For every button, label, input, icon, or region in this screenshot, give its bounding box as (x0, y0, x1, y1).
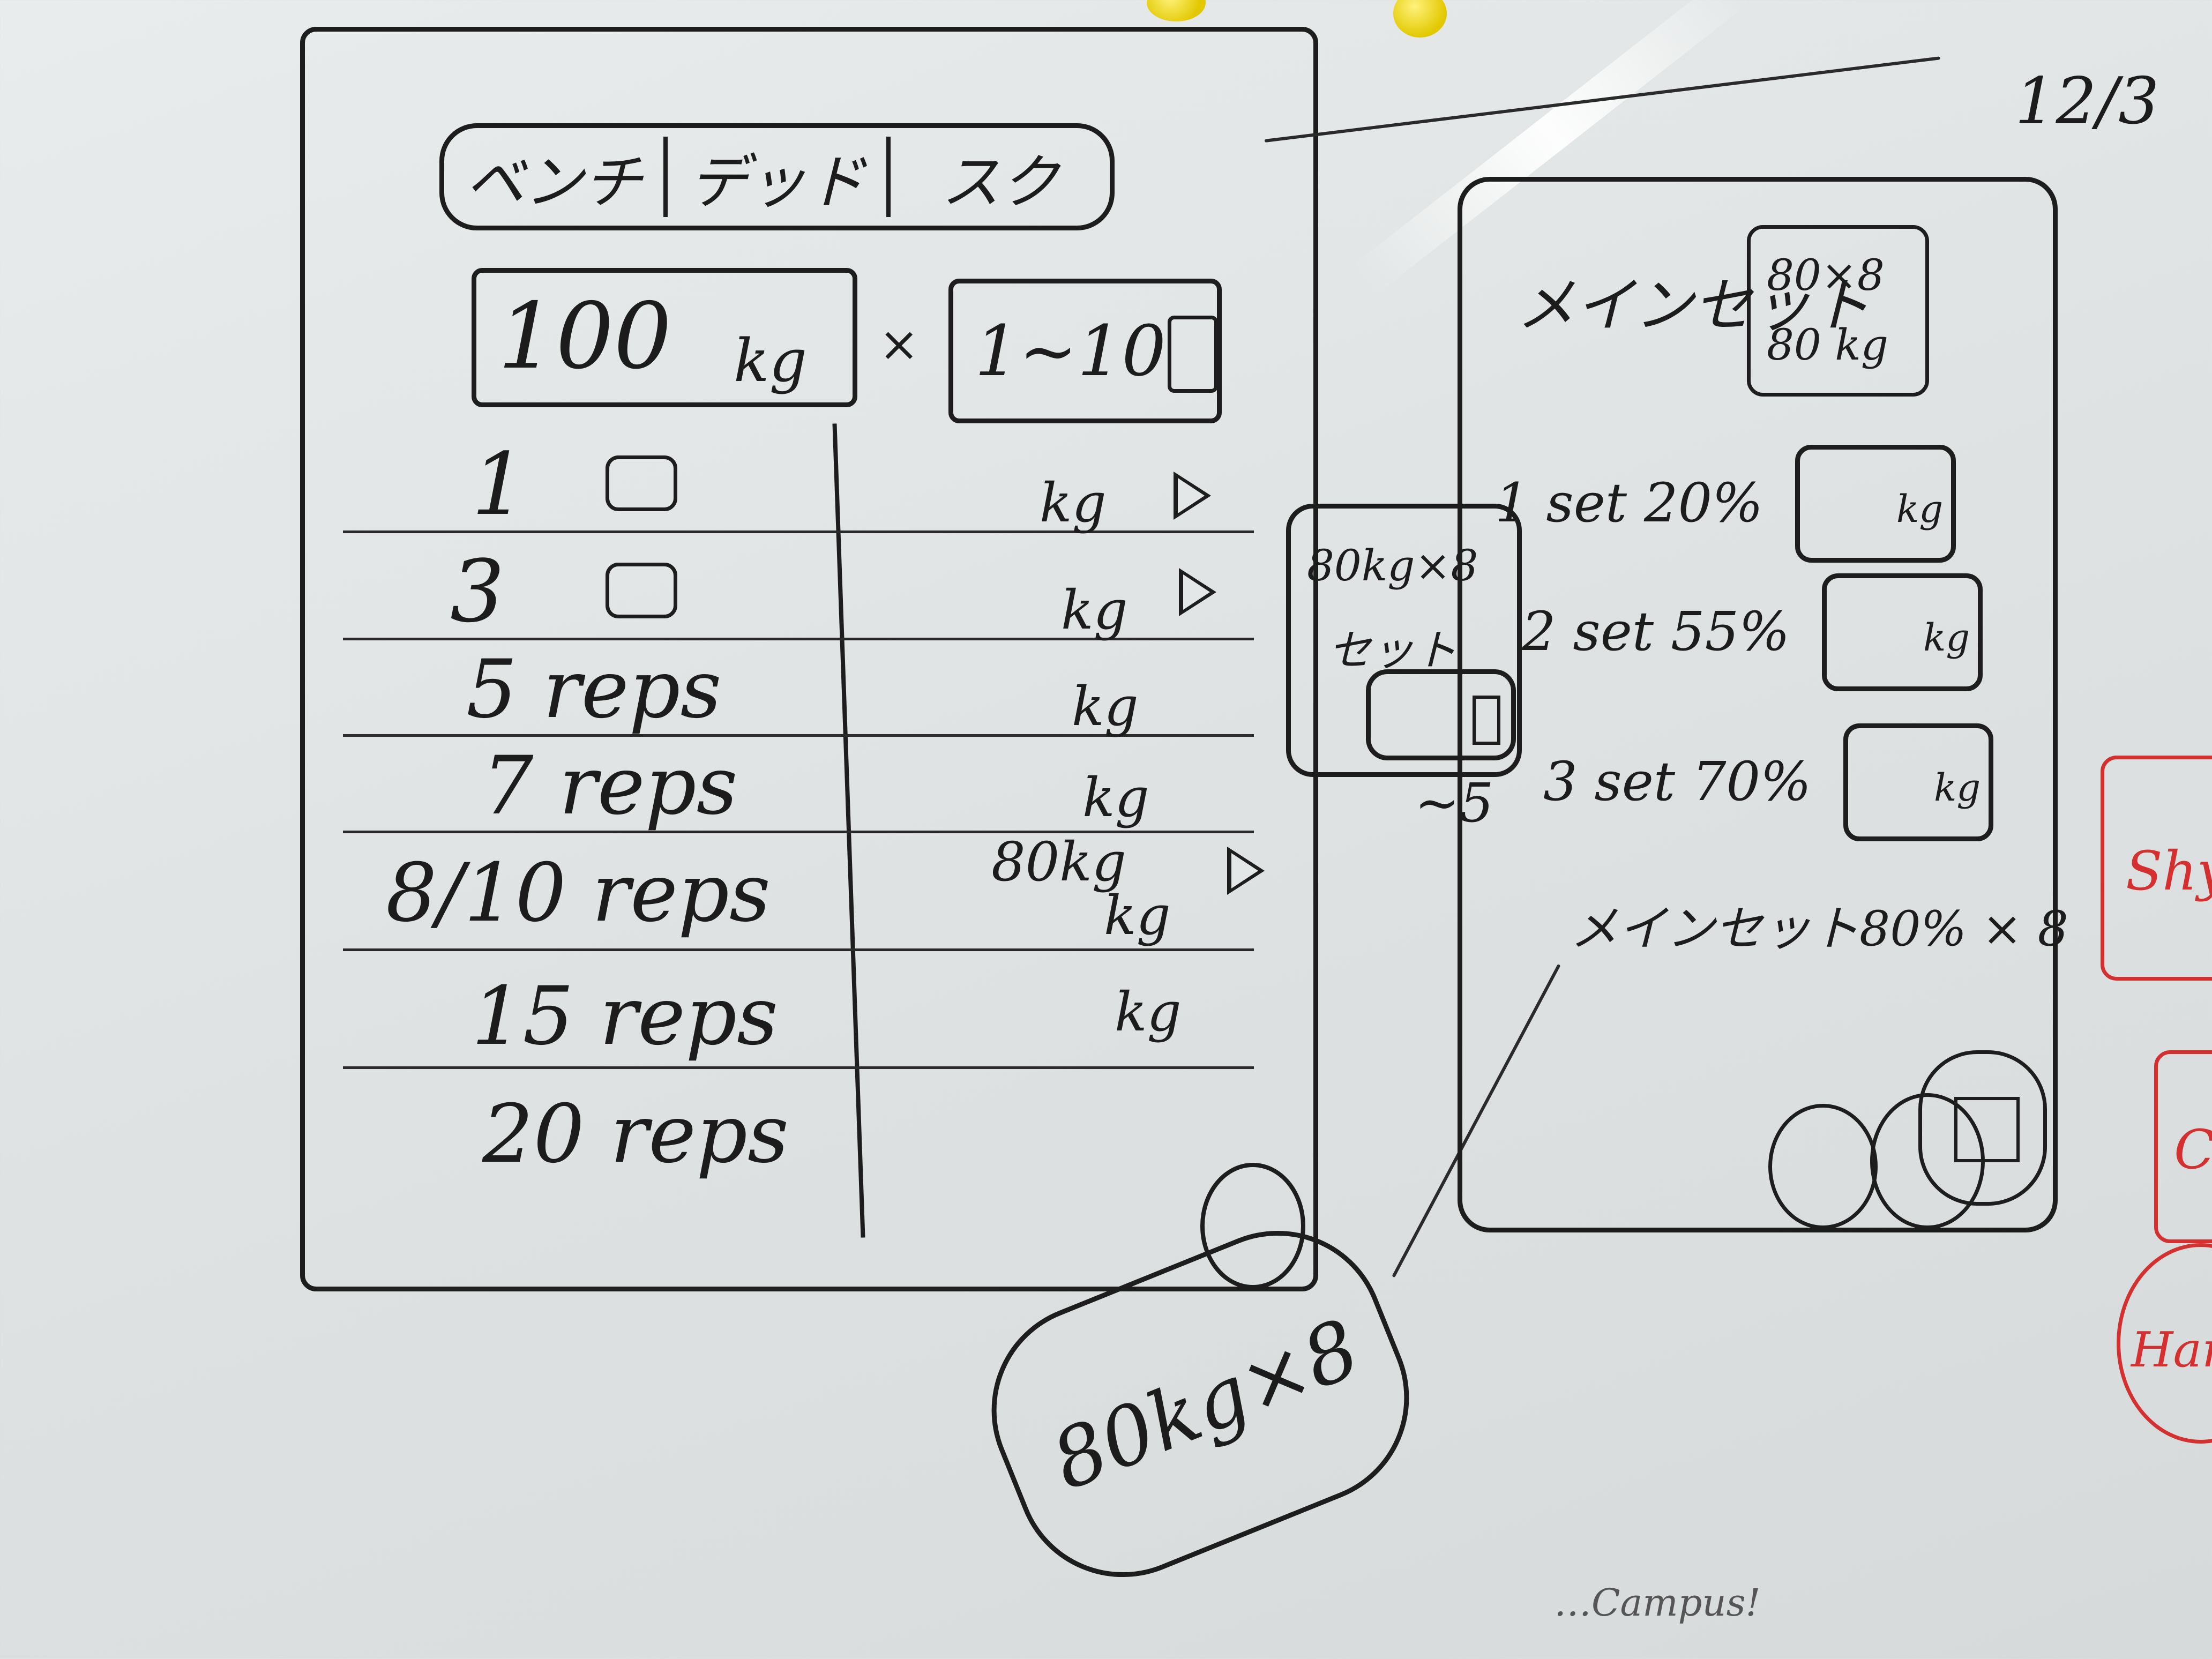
play-icon[interactable] (1174, 472, 1211, 520)
row-unit: kg (1072, 675, 1139, 738)
left-phone-frame (300, 27, 1318, 1291)
multiply-sign: × (879, 316, 920, 372)
row-unit: kg (1082, 766, 1149, 829)
set-unit: kg (1934, 766, 1981, 810)
weight-value: 100 (498, 283, 672, 390)
set-weight-input[interactable]: kg (1795, 445, 1956, 563)
weight-input[interactable]: 100 kg (472, 268, 857, 407)
table-row[interactable]: 20 reps (343, 1066, 1254, 1184)
table-row[interactable]: 3 kg (343, 530, 1254, 641)
table-row[interactable]: 1 kg (343, 423, 1254, 534)
table-row[interactable]: 7 reps kg (343, 734, 1254, 833)
popup-range: ~5 (1415, 772, 1494, 834)
table-row[interactable]: 5 reps kg (343, 638, 1254, 738)
set-label: 1 set 20% (1495, 472, 1763, 534)
main-set-footer: メインセット80% × 8 (1570, 901, 2068, 957)
row-unit: kg (1115, 981, 1182, 1043)
reps-range-select[interactable]: 1~10 (948, 279, 1222, 423)
red-note-3: Han (2117, 1243, 2212, 1444)
row-reps: 3 (450, 541, 505, 641)
reps-table: 1 kg 3 kg 5 reps kg 7 reps kg 8/10 reps … (343, 423, 1265, 1238)
face-icon (606, 563, 677, 618)
set-weight-input[interactable]: kg (1822, 573, 1983, 691)
set-weight-input[interactable]: kg (1843, 723, 1993, 841)
row-reps: 7 reps (482, 739, 738, 833)
row-reps: 20 reps (482, 1088, 789, 1181)
header-weight-bottom: 80 kg (1767, 320, 1888, 370)
header-weight-box[interactable]: 80×8 80 kg (1747, 225, 1929, 397)
reps-range-value: 1~10 (975, 310, 1167, 392)
set-unit: kg (1896, 487, 1944, 531)
table-row[interactable]: 8/10 reps 80kg kg (343, 831, 1265, 951)
set-label: 3 set 70% (1543, 750, 1812, 813)
play-icon[interactable] (1227, 847, 1265, 895)
red-note-2: C (2154, 1050, 2212, 1243)
table-row[interactable]: 15 reps kg (343, 948, 1254, 1069)
tab-squat[interactable]: スク (941, 148, 1059, 216)
page-mark: 12/3 (2015, 64, 2159, 139)
right-phone-frame (1458, 177, 2058, 1232)
red-note-1-text: Shy (2126, 840, 2212, 902)
play-icon[interactable] (1179, 568, 1216, 616)
red-note-2-text: C (2174, 1118, 2212, 1181)
tab-bench[interactable]: ベンチ (465, 148, 642, 216)
main-set-header: メインセット (1516, 271, 1870, 340)
popup-input[interactable] (1366, 669, 1516, 760)
row-reps: 15 reps (472, 970, 779, 1063)
red-note-3-text: Han (2131, 1322, 2212, 1378)
set-unit: kg (1923, 616, 1970, 660)
row-extra-weight: 80kg (991, 831, 1126, 893)
popup-line2: セット (1328, 625, 1457, 675)
arrow-to-right-screen (1264, 56, 1940, 143)
row-reps: 1 (472, 434, 526, 534)
set-row[interactable]: 1 set 20% kg (1495, 445, 1977, 568)
set-row[interactable]: 2 set 55% kg (1522, 573, 2004, 697)
tab-deadlift[interactable]: デッド (689, 148, 865, 216)
magnet-right (1393, 0, 1447, 38)
circle-icon (1200, 1163, 1305, 1289)
set-row[interactable]: 3 set 70% kg (1543, 723, 2026, 847)
row-reps: 5 reps (466, 643, 722, 736)
row-unit: kg (1061, 579, 1128, 641)
smile-face-icon[interactable] (1768, 1104, 1878, 1229)
middle-popup[interactable]: 80kg×8 セット (1286, 504, 1522, 777)
next-arrow-icon (1954, 1097, 2020, 1162)
chevron-down-icon[interactable] (1168, 316, 1218, 393)
row-unit: kg (1104, 884, 1171, 947)
face-icon (606, 455, 677, 511)
bottom-scribble: …Campus! (1554, 1581, 1761, 1625)
row-reps: 8/10 reps (386, 847, 771, 940)
red-note-1: Shy (2101, 756, 2212, 981)
header-weight-top: 80×8 (1767, 250, 1885, 300)
weight-unit: kg (734, 326, 808, 395)
next-arrow-button[interactable] (1918, 1050, 2047, 1206)
popup-play-icon[interactable] (1473, 696, 1500, 745)
set-label: 2 set 55% (1522, 600, 1790, 663)
magnet-left (1147, 0, 1206, 21)
row-unit: kg (1040, 472, 1107, 534)
result-bubble-text: 80kg×8 (1039, 1302, 1372, 1509)
tab-bar[interactable]: ベンチ デッド スク (439, 123, 1115, 230)
popup-line1: 80kg×8 (1307, 541, 1478, 591)
